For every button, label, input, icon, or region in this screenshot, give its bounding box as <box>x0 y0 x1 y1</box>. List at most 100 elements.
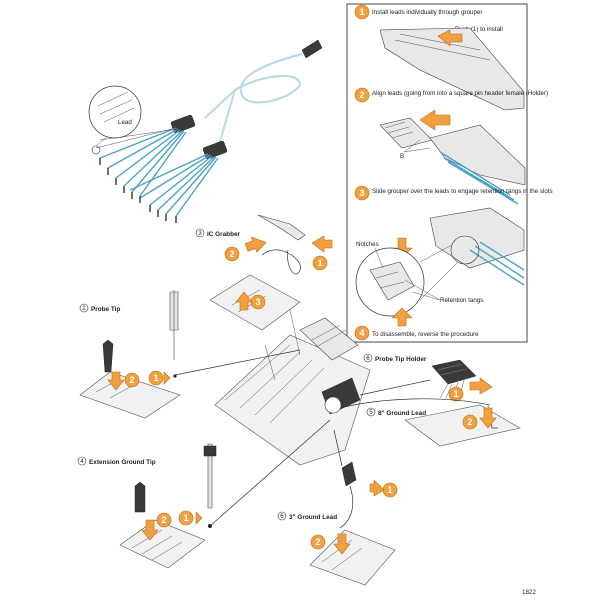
step-number: 1 <box>183 513 188 523</box>
extension-socket <box>134 481 146 513</box>
holder-slots <box>437 363 467 376</box>
arrow <box>141 519 159 541</box>
callout-number-ring <box>195 228 205 238</box>
step-number: 2 <box>229 249 234 259</box>
holder-leader <box>359 379 431 396</box>
step-number: 2 <box>161 515 166 525</box>
notches-label: Notches <box>356 241 379 248</box>
extension-board <box>119 519 206 569</box>
cable-branch <box>217 89 236 149</box>
3in-arrow <box>333 533 351 555</box>
ground-arrow <box>479 407 497 429</box>
slot-detail <box>375 271 405 289</box>
coiled-cable <box>204 52 303 119</box>
step-badge <box>178 510 194 526</box>
step-number: 4 <box>359 328 364 338</box>
8in-ground-lead-group: 5 8" Ground Lead 2 <box>324 396 521 447</box>
arrow <box>195 511 203 525</box>
detail-circle <box>450 235 480 265</box>
grabber-step-2: 2 <box>224 236 267 262</box>
lead-fan-a <box>95 127 187 197</box>
grouper-detail <box>384 33 506 111</box>
step-number: 2 <box>315 537 320 547</box>
arrow <box>311 235 333 253</box>
tray-compartments <box>224 344 325 424</box>
callout-number-ring <box>363 353 373 363</box>
step-text: Align leads (going from into a square pi… <box>372 90 548 97</box>
ic-grabber-tool <box>257 214 306 241</box>
extension-ground-tip-group: 4 Extension Ground Tip 1 2 <box>77 419 331 569</box>
accessory-label: Extension Ground Tip <box>89 459 156 466</box>
b-marker: B <box>400 153 404 160</box>
installation-inset: 1 Install leads individually through gro… <box>346 3 553 343</box>
accessory-label: 3" Ground Lead <box>289 514 337 521</box>
arrow <box>163 371 171 385</box>
header-pins <box>384 121 414 139</box>
inset-step-2: 2 Align leads (going from into a square … <box>354 87 548 205</box>
step-number: 3 <box>359 188 364 198</box>
3in-lead-board <box>309 529 396 586</box>
push-arrow <box>437 29 463 47</box>
lead-detail-leader <box>95 135 109 147</box>
step-number: 1 <box>387 485 392 495</box>
step-badge <box>354 325 370 341</box>
3in-ground-lead-group: 6 3" Ground Lead 1 2 <box>277 429 398 586</box>
probe-cable-assembly: Lead <box>88 39 323 223</box>
step-text: Slide grouper over the leads to engage r… <box>372 188 553 195</box>
step-number: 3 <box>255 297 260 307</box>
align-arrow <box>419 109 451 131</box>
zoom-lines <box>419 244 459 301</box>
b-leader <box>403 139 431 153</box>
board-traces <box>321 539 363 571</box>
step-badge <box>224 246 240 262</box>
step-badge <box>312 255 328 271</box>
step-number: 1 <box>317 258 322 268</box>
ground-lead-wire <box>339 398 491 409</box>
tray-leaders <box>264 309 301 381</box>
extension-leader <box>209 419 331 527</box>
inset-step-1: 1 Install leads individually through gro… <box>354 4 525 111</box>
probe-tip-group: 2 Probe Tip 1 2 <box>79 290 301 419</box>
holder-step-1: 1 <box>448 386 464 402</box>
notches-leader <box>374 247 384 269</box>
figure-id: 1822 <box>522 589 536 596</box>
step-badge <box>354 185 370 201</box>
callout-number: 2 <box>82 305 86 312</box>
callout-number: 6 <box>366 355 370 362</box>
step-badge <box>310 534 326 550</box>
cable-connector <box>301 39 323 59</box>
step-badge <box>462 414 478 430</box>
probe-tip-holder-group: 6 Probe Tip Holder 1 <box>359 353 493 402</box>
callout-number-ring <box>366 407 376 417</box>
lid-ridges <box>311 324 347 347</box>
extension-step-1: 1 <box>178 510 203 526</box>
extension-tip-pin <box>207 443 213 509</box>
probe-tip-pin <box>169 290 179 360</box>
step-badge <box>148 370 164 386</box>
lead-focus-ring <box>91 145 101 155</box>
step-text: Install leads individually through group… <box>372 9 482 16</box>
probe-step-1: 1 <box>148 370 171 386</box>
leader-dot <box>173 374 177 378</box>
lead-set-a <box>170 114 196 134</box>
push-callout: Push (1) to install <box>455 26 503 33</box>
step-badge <box>156 512 172 528</box>
lead-detail-lines <box>97 91 135 123</box>
step-number: 2 <box>129 375 134 385</box>
callout-number-ring <box>277 511 287 521</box>
accessory-label: 8" Ground Lead <box>378 410 426 417</box>
probe-tip-board <box>79 371 181 419</box>
arrow <box>369 479 385 497</box>
holder-pins <box>439 379 465 399</box>
step-badge <box>124 372 140 388</box>
step-number: 1 <box>453 389 458 399</box>
tangs-leader <box>404 279 441 301</box>
callout-number-ring <box>77 456 87 466</box>
board-traces <box>131 529 183 561</box>
grabber-step-3: 3 <box>235 291 266 311</box>
3in-leader <box>333 429 343 467</box>
step-number: 2 <box>467 417 472 427</box>
extension-tip-cap <box>203 445 217 457</box>
probe-tip-leader <box>174 349 301 376</box>
